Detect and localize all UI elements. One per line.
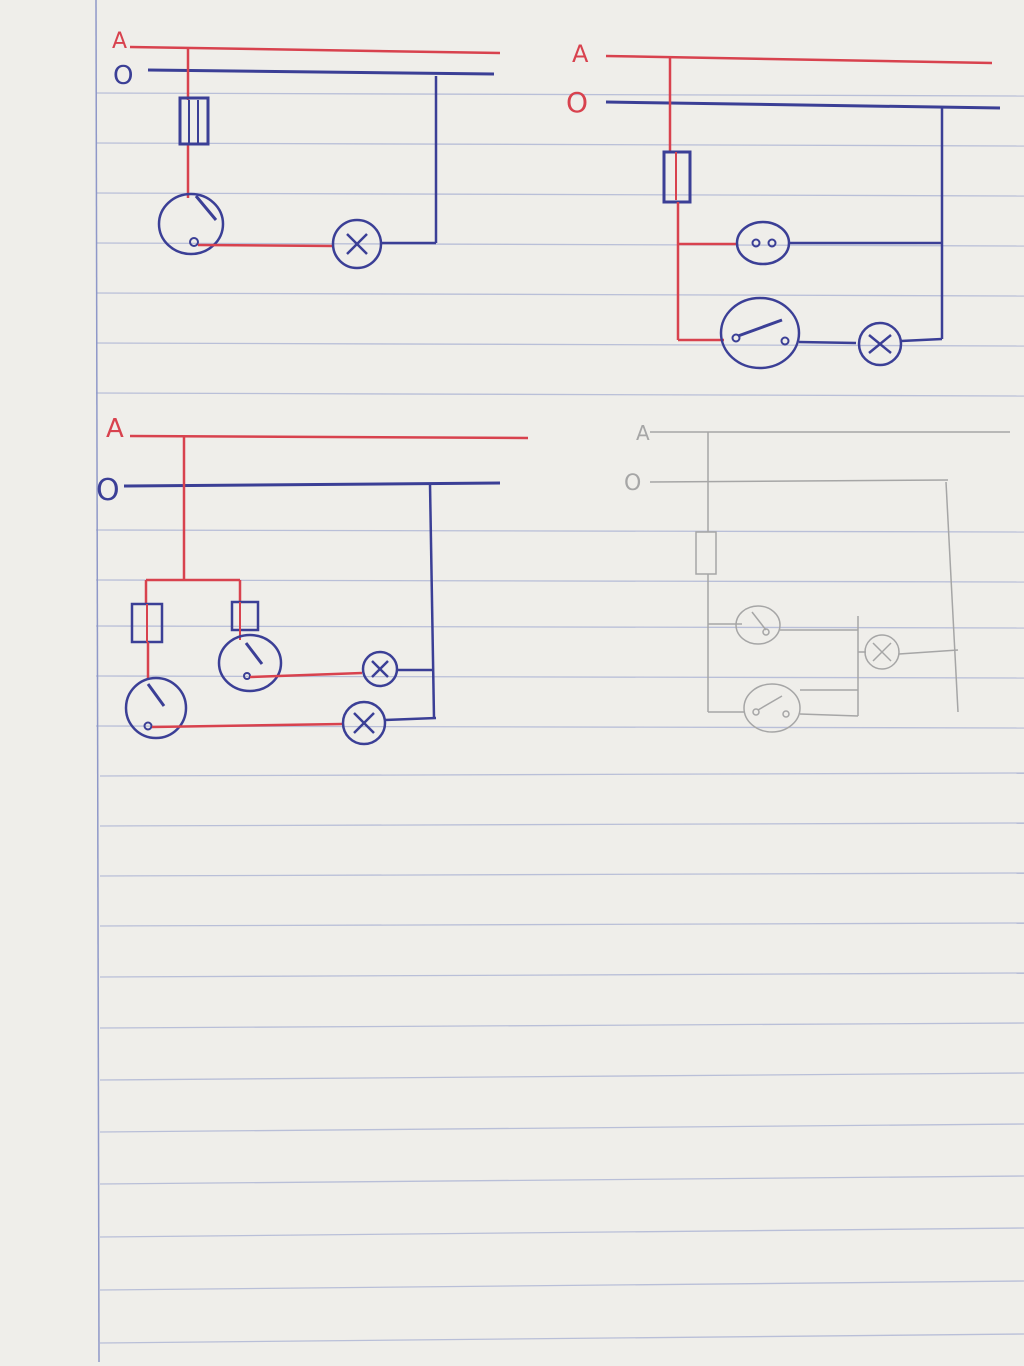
- phase-label: A: [106, 414, 124, 444]
- socket-icon: [735, 220, 791, 266]
- ruled-line: [99, 1280, 1024, 1291]
- neutral-label: O: [96, 473, 120, 508]
- ruled-line: [95, 529, 1024, 533]
- ruled-line: [99, 872, 1024, 877]
- phase-line: [605, 54, 993, 65]
- ruled-line: [99, 1333, 1024, 1344]
- neutral-line: [649, 479, 949, 483]
- switch-contact: [782, 710, 790, 718]
- ruled-line: [99, 1072, 1024, 1081]
- switch-contact: [189, 237, 199, 247]
- phase-label: A: [112, 29, 127, 54]
- diagram-pencil-two-switch-lamp: A O: [624, 421, 1010, 733]
- fuse-icon: [178, 96, 210, 146]
- ruled-line: [95, 579, 1024, 583]
- switch-lever: [751, 611, 767, 631]
- ruled-line: [95, 342, 1024, 347]
- neutral-wire: [945, 481, 959, 713]
- switch-contact: [143, 721, 153, 731]
- ruled-line: [99, 972, 1024, 978]
- socket-pin: [767, 238, 777, 248]
- switch-lever: [194, 195, 218, 221]
- neutral-line: [605, 100, 1001, 110]
- lamp-cross: [868, 334, 892, 354]
- socket-pin: [751, 238, 761, 248]
- lamp-icon: [864, 634, 900, 670]
- neutral-label: O: [566, 86, 588, 119]
- lamp-cross: [872, 642, 892, 662]
- ruled-lines: [95, 92, 1024, 1344]
- phase-line: [129, 45, 501, 55]
- lamp-icon: [857, 321, 903, 367]
- ruled-line: [99, 822, 1024, 827]
- diagram-single-switch-lamp: A O: [112, 29, 501, 270]
- switch-icon: [124, 676, 188, 740]
- ruled-line: [95, 392, 1024, 397]
- lamp-cross: [353, 712, 375, 734]
- switch-lever: [757, 695, 783, 711]
- ruled-line: [95, 625, 1024, 629]
- switch-contact: [762, 628, 770, 636]
- switch-contact: [731, 333, 741, 343]
- ruled-line: [95, 242, 1024, 247]
- switched-wire: [151, 722, 343, 729]
- neutral-wire: [900, 337, 943, 343]
- neutral-line: [147, 68, 495, 76]
- neutral-label: O: [113, 61, 133, 91]
- switched-wire: [798, 340, 857, 345]
- neutral-line: [123, 481, 501, 488]
- lamp-cross: [371, 660, 389, 678]
- ruled-line: [95, 142, 1024, 147]
- neutral-wire: [898, 649, 959, 655]
- fuse-icon: [695, 531, 717, 575]
- lamp-cross: [346, 233, 368, 255]
- phase-label: A: [572, 40, 589, 68]
- switch-lever: [244, 642, 264, 665]
- neutral-wire: [428, 483, 436, 719]
- switch-icon: [735, 605, 781, 645]
- margin-line: [95, 0, 100, 1363]
- fuse-icon: [230, 600, 260, 632]
- ruled-line: [95, 675, 1024, 679]
- switch-contact: [780, 336, 790, 346]
- ruled-line: [95, 92, 1024, 97]
- switch-lever: [737, 318, 783, 338]
- ruled-line: [99, 1022, 1024, 1029]
- ruled-line: [95, 192, 1024, 197]
- phase-line: [129, 434, 529, 440]
- neutral-wire: [384, 716, 437, 722]
- switch-icon: [743, 683, 801, 733]
- switched-wire: [197, 243, 335, 248]
- ruled-line: [99, 1227, 1024, 1238]
- switch-icon: [217, 633, 283, 693]
- ruled-line: [99, 1123, 1024, 1133]
- ruled-line: [99, 922, 1024, 927]
- switched-wire: [249, 671, 363, 679]
- switch-lever: [146, 683, 166, 707]
- neutral-label: O: [624, 471, 641, 496]
- diagram-two-switched-lamps: A O: [96, 414, 529, 746]
- ruled-line: [99, 772, 1024, 777]
- switch-icon: [157, 192, 225, 256]
- ruled-line: [99, 1175, 1024, 1185]
- switched-wire: [799, 713, 859, 717]
- switch-icon: [719, 296, 801, 370]
- diagram-socket-and-switched-lamp: A O: [566, 40, 1001, 370]
- lamp-icon: [341, 700, 387, 746]
- switch-contact: [752, 708, 760, 716]
- ruled-line: [95, 292, 1024, 297]
- phase-label: A: [636, 421, 650, 445]
